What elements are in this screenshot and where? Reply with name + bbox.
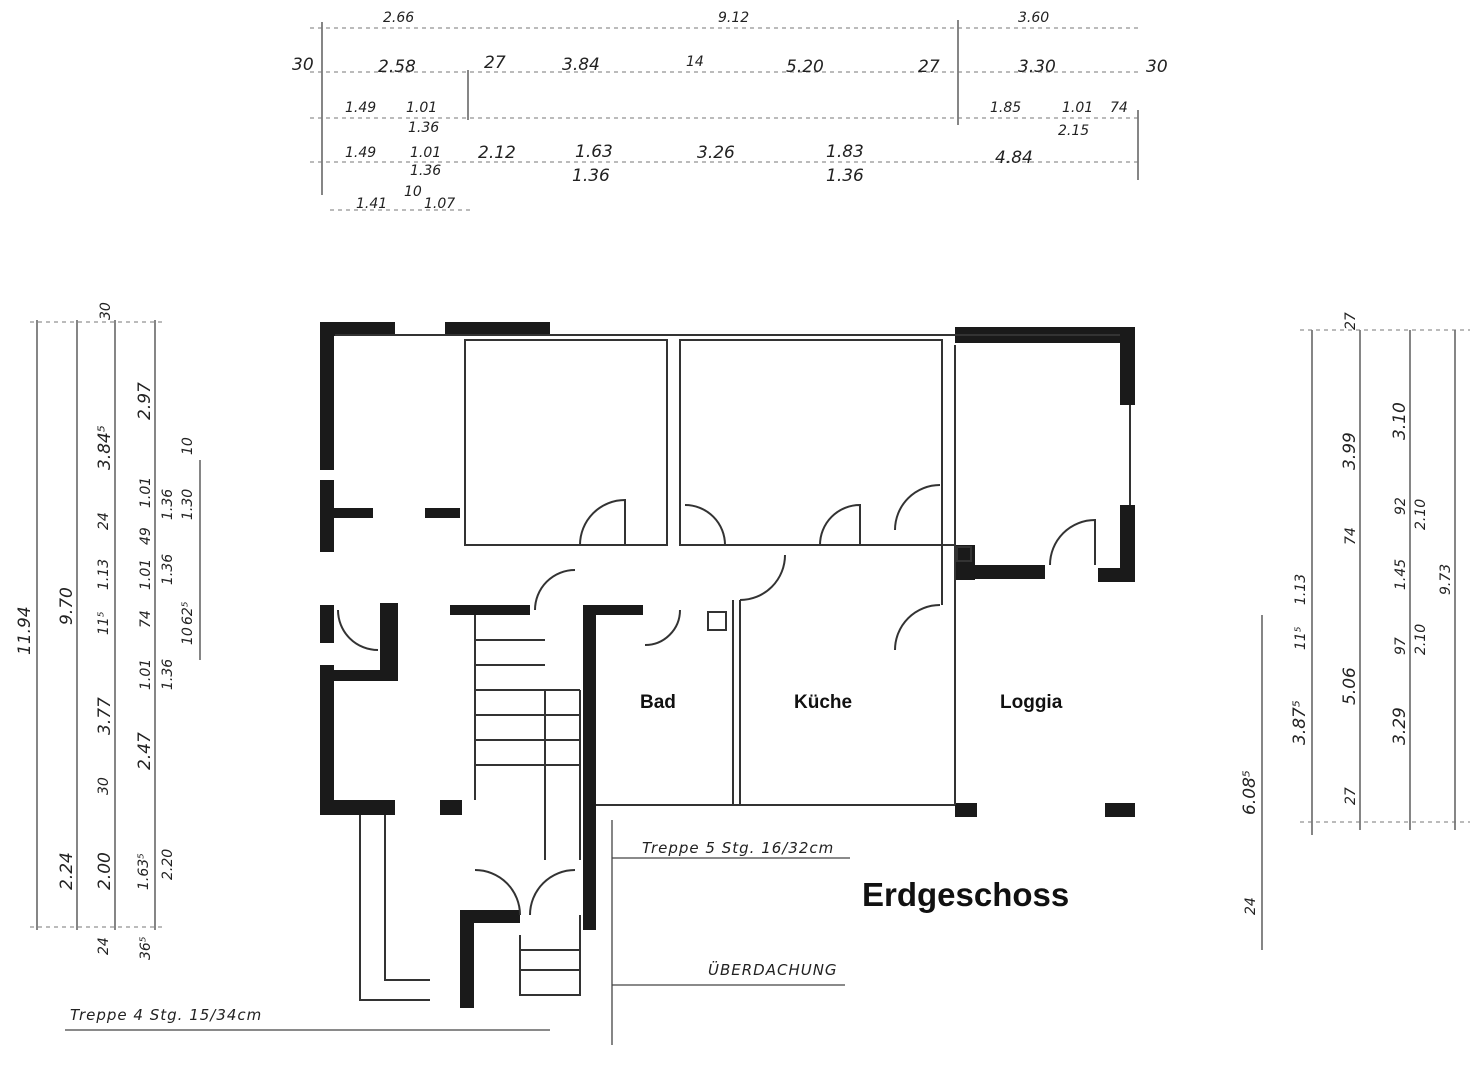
dim-label: 24	[96, 937, 112, 955]
dim-label: 36⁵	[138, 936, 154, 960]
room-label-bad: Bad	[640, 692, 676, 713]
stair-note-outer: Treppe 4 Stg. 15/34cm	[70, 1006, 262, 1024]
dim-label: 27	[1343, 787, 1359, 805]
dim-label: 1.01	[410, 145, 441, 161]
top-dimensions: 2.66 9.12 3.60 30 2.58 27 3.84 14 5.20 2…	[292, 10, 1168, 212]
dim-label: 1.30	[180, 489, 196, 520]
dim-label: 49	[138, 527, 154, 545]
partitions	[335, 334, 1131, 1001]
dim-label: 1.13	[1293, 574, 1309, 605]
dim-label: 14	[686, 54, 704, 70]
dim-label: 1.01	[138, 477, 154, 508]
dim-label: 2.10	[1413, 499, 1429, 530]
dim-label: 1.83	[826, 142, 864, 162]
dim-label: 2.20	[160, 849, 176, 880]
dim-label: 2.66	[383, 10, 414, 26]
dim-label: 4.84	[995, 148, 1033, 168]
dim-label: 11⁵	[1293, 626, 1309, 650]
dim-label: 97	[1393, 637, 1409, 655]
dim-label: 3.60	[1018, 10, 1049, 26]
dim-label: 24	[96, 512, 112, 530]
dimension-lines	[30, 20, 1470, 1045]
dim-label: 1.36	[160, 659, 176, 690]
dim-label: 27	[484, 53, 506, 73]
dim-label: 2.12	[478, 143, 516, 163]
dim-label: 3.26	[697, 143, 735, 163]
dim-label: 3.84⁵	[95, 425, 115, 470]
dim-label: 1.01	[138, 659, 154, 690]
dim-label: 3.10	[1390, 402, 1410, 440]
dim-label: 30	[292, 55, 314, 75]
dim-label: 1.85	[990, 100, 1021, 116]
stair-note-inner: Treppe 5 Stg. 16/32cm	[642, 839, 834, 857]
dim-label: 3.77	[95, 697, 115, 735]
dim-label: 27	[918, 57, 940, 77]
dim-label: 27	[1343, 312, 1359, 330]
dim-label: 24	[1243, 897, 1259, 915]
dim-label: 1.36	[410, 163, 441, 179]
dim-label: 1.49	[345, 100, 376, 116]
dim-label: 10	[180, 437, 196, 455]
dim-label: 2.00	[95, 852, 115, 890]
dim-label: 1.13	[96, 559, 112, 590]
dim-label: 1.01	[1062, 100, 1093, 116]
dim-label: 10	[180, 627, 196, 645]
dim-label: 2.15	[1058, 123, 1089, 139]
dim-label: 1.49	[345, 145, 376, 161]
dim-label: 74	[138, 610, 154, 628]
room-label-loggia: Loggia	[1000, 692, 1063, 713]
dim-label: 2.24	[57, 852, 77, 890]
dim-label: 9.73	[1438, 564, 1454, 595]
dim-label: 11.94	[15, 606, 35, 655]
dim-label: 1.41	[356, 196, 387, 212]
floor-title: Erdgeschoss	[862, 876, 1069, 913]
walls	[320, 322, 1135, 1008]
canopy-note: ÜBERDACHUNG	[708, 960, 838, 979]
dim-label: 62⁵	[180, 601, 196, 625]
dim-label: 6.08⁵	[1240, 770, 1260, 815]
dim-label: 2.97	[135, 382, 155, 420]
dim-label: 1.63	[575, 142, 613, 162]
dim-label: 1.63⁵	[136, 853, 152, 890]
dim-label: 1.36	[408, 120, 439, 136]
dim-label: 1.36	[826, 166, 864, 186]
stair-treads	[475, 639, 580, 971]
right-dimensions: 27 3.99 3.10 74 92 2.10 1.13 11⁵ 1.45 9.…	[1240, 312, 1454, 915]
dim-label: 3.87⁵	[1290, 700, 1310, 745]
dim-label: 1.01	[138, 559, 154, 590]
dim-label: 5.06	[1340, 667, 1360, 705]
dim-label: 1.07	[424, 196, 455, 212]
dim-label: 3.99	[1340, 432, 1360, 470]
dim-label: 5.20	[786, 57, 824, 77]
dim-label: 3.29	[1390, 707, 1410, 745]
room-label-kueche: Küche	[794, 692, 852, 713]
left-dimensions: 11.94 9.70 3.84⁵ 2.97 30 24 1.13 11⁵ 3.7…	[15, 302, 196, 960]
dim-label: 1.36	[160, 554, 176, 585]
dim-label: 74	[1110, 100, 1128, 116]
dim-label: 30	[96, 777, 112, 795]
dim-label: 30	[1146, 57, 1168, 77]
dim-label: 9.12	[718, 10, 749, 26]
dim-label: 30	[98, 302, 114, 320]
dim-label: 1.36	[160, 489, 176, 520]
dim-label: 2.58	[378, 57, 416, 77]
dim-label: 1.01	[406, 100, 437, 116]
dim-label: 3.30	[1018, 57, 1056, 77]
dim-label: 92	[1393, 497, 1409, 515]
dim-label: 10	[404, 184, 422, 200]
dim-label: 9.70	[57, 587, 77, 625]
dim-label: 1.45	[1393, 559, 1409, 590]
dim-label: 3.84	[562, 55, 600, 75]
dim-label: 2.47	[135, 732, 155, 770]
dim-label: 11⁵	[96, 611, 112, 635]
dim-label: 74	[1343, 527, 1359, 545]
dim-label: 2.10	[1413, 624, 1429, 655]
dim-label: 1.36	[572, 166, 610, 186]
